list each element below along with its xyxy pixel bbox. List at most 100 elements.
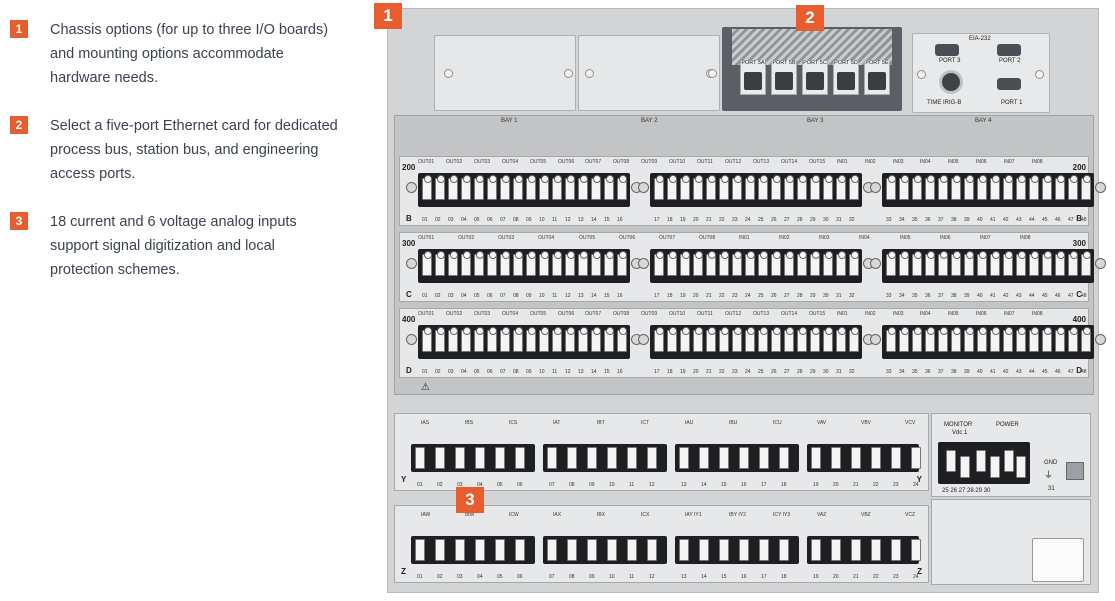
terminal-screw[interactable] [1055,251,1065,276]
terminal-screw[interactable] [500,251,510,276]
terminal-screw[interactable] [474,175,484,200]
terminal-screw[interactable] [1004,450,1014,472]
terminal-screw[interactable] [823,251,833,276]
terminal-screw[interactable] [886,251,896,276]
terminal-screw[interactable] [487,251,497,276]
terminal-screw[interactable] [1016,456,1026,478]
terminal-screw[interactable] [739,447,749,469]
terminal-screw[interactable] [1055,327,1065,352]
terminal-screw[interactable] [565,251,575,276]
terminal-screw[interactable] [758,251,768,276]
terminal-screw[interactable] [654,251,664,276]
terminal-screw[interactable] [1029,327,1039,352]
terminal-screw[interactable] [667,327,677,352]
terminal-screw[interactable] [422,251,432,276]
terminal-screw[interactable] [739,539,749,561]
terminal-screw[interactable] [654,327,664,352]
terminal-screw[interactable] [1042,175,1052,200]
ethernet-port-5d[interactable]: PORT 5D [833,60,859,95]
terminal-screw[interactable] [851,539,861,561]
terminal-screw[interactable] [526,251,536,276]
terminal-screw[interactable] [699,539,709,561]
terminal-screw[interactable] [831,447,841,469]
terminal-screw[interactable] [719,327,729,352]
terminal-screw[interactable] [977,327,987,352]
serial-connector-icon[interactable] [997,78,1021,90]
terminal-screw[interactable] [1016,251,1026,276]
terminal-screw[interactable] [946,450,956,472]
terminal-screw[interactable] [1042,251,1052,276]
terminal-screw[interactable] [587,539,597,561]
terminal-screw[interactable] [851,447,861,469]
terminal-screw[interactable] [1003,327,1013,352]
terminal-screw[interactable] [647,447,657,469]
terminal-screw[interactable] [759,447,769,469]
terminal-screw[interactable] [745,175,755,200]
terminal-screw[interactable] [679,447,689,469]
terminal-screw[interactable] [500,175,510,200]
terminal-screw[interactable] [823,327,833,352]
terminal-screw[interactable] [745,251,755,276]
terminal-screw[interactable] [899,175,909,200]
terminal-screw[interactable] [990,251,1000,276]
ethernet-port-5a[interactable]: PORT 5A [740,60,766,95]
terminal-screw[interactable] [706,327,716,352]
terminal-screw[interactable] [461,175,471,200]
terminal-screw[interactable] [732,251,742,276]
terminal-screw[interactable] [415,539,425,561]
bnc-connector-icon[interactable] [939,70,963,94]
terminal-screw[interactable] [964,251,974,276]
terminal-screw[interactable] [604,175,614,200]
terminal-screw[interactable] [565,175,575,200]
serial-connector-icon[interactable] [997,44,1021,56]
terminal-screw[interactable] [719,539,729,561]
terminal-screw[interactable] [719,251,729,276]
terminal-screw[interactable] [732,175,742,200]
terminal-screw[interactable] [567,539,577,561]
terminal-screw[interactable] [617,251,627,276]
terminal-screw[interactable] [500,327,510,352]
terminal-screw[interactable] [455,539,465,561]
terminal-screw[interactable] [977,175,987,200]
terminal-screw[interactable] [513,175,523,200]
terminal-screw[interactable] [1042,327,1052,352]
terminal-screw[interactable] [604,251,614,276]
terminal-screw[interactable] [771,175,781,200]
terminal-screw[interactable] [849,175,859,200]
serial-connector-icon[interactable] [935,44,959,56]
terminal-screw[interactable] [578,175,588,200]
terminal-screw[interactable] [667,251,677,276]
terminal-screw[interactable] [771,327,781,352]
terminal-screw[interactable] [951,327,961,352]
terminal-screw[interactable] [474,327,484,352]
terminal-screw[interactable] [513,251,523,276]
terminal-screw[interactable] [1081,175,1091,200]
terminal-screw[interactable] [693,327,703,352]
terminal-screw[interactable] [784,327,794,352]
terminal-screw[interactable] [1029,251,1039,276]
terminal-screw[interactable] [680,327,690,352]
terminal-screw[interactable] [797,175,807,200]
terminal-screw[interactable] [526,175,536,200]
terminal-screw[interactable] [938,175,948,200]
terminal-screw[interactable] [1068,251,1078,276]
terminal-screw[interactable] [475,539,485,561]
terminal-screw[interactable] [810,251,820,276]
terminal-screw[interactable] [617,175,627,200]
terminal-screw[interactable] [784,251,794,276]
terminal-screw[interactable] [607,539,617,561]
terminal-screw[interactable] [435,539,445,561]
terminal-screw[interactable] [547,539,557,561]
terminal-screw[interactable] [693,251,703,276]
terminal-screw[interactable] [719,175,729,200]
terminal-screw[interactable] [448,175,458,200]
terminal-screw[interactable] [891,539,901,561]
terminal-screw[interactable] [886,327,896,352]
terminal-screw[interactable] [784,175,794,200]
ethernet-port-5c[interactable]: PORT 5C [802,60,828,95]
terminal-screw[interactable] [699,447,709,469]
terminal-screw[interactable] [938,251,948,276]
terminal-screw[interactable] [886,175,896,200]
terminal-screw[interactable] [811,539,821,561]
terminal-screw[interactable] [487,175,497,200]
